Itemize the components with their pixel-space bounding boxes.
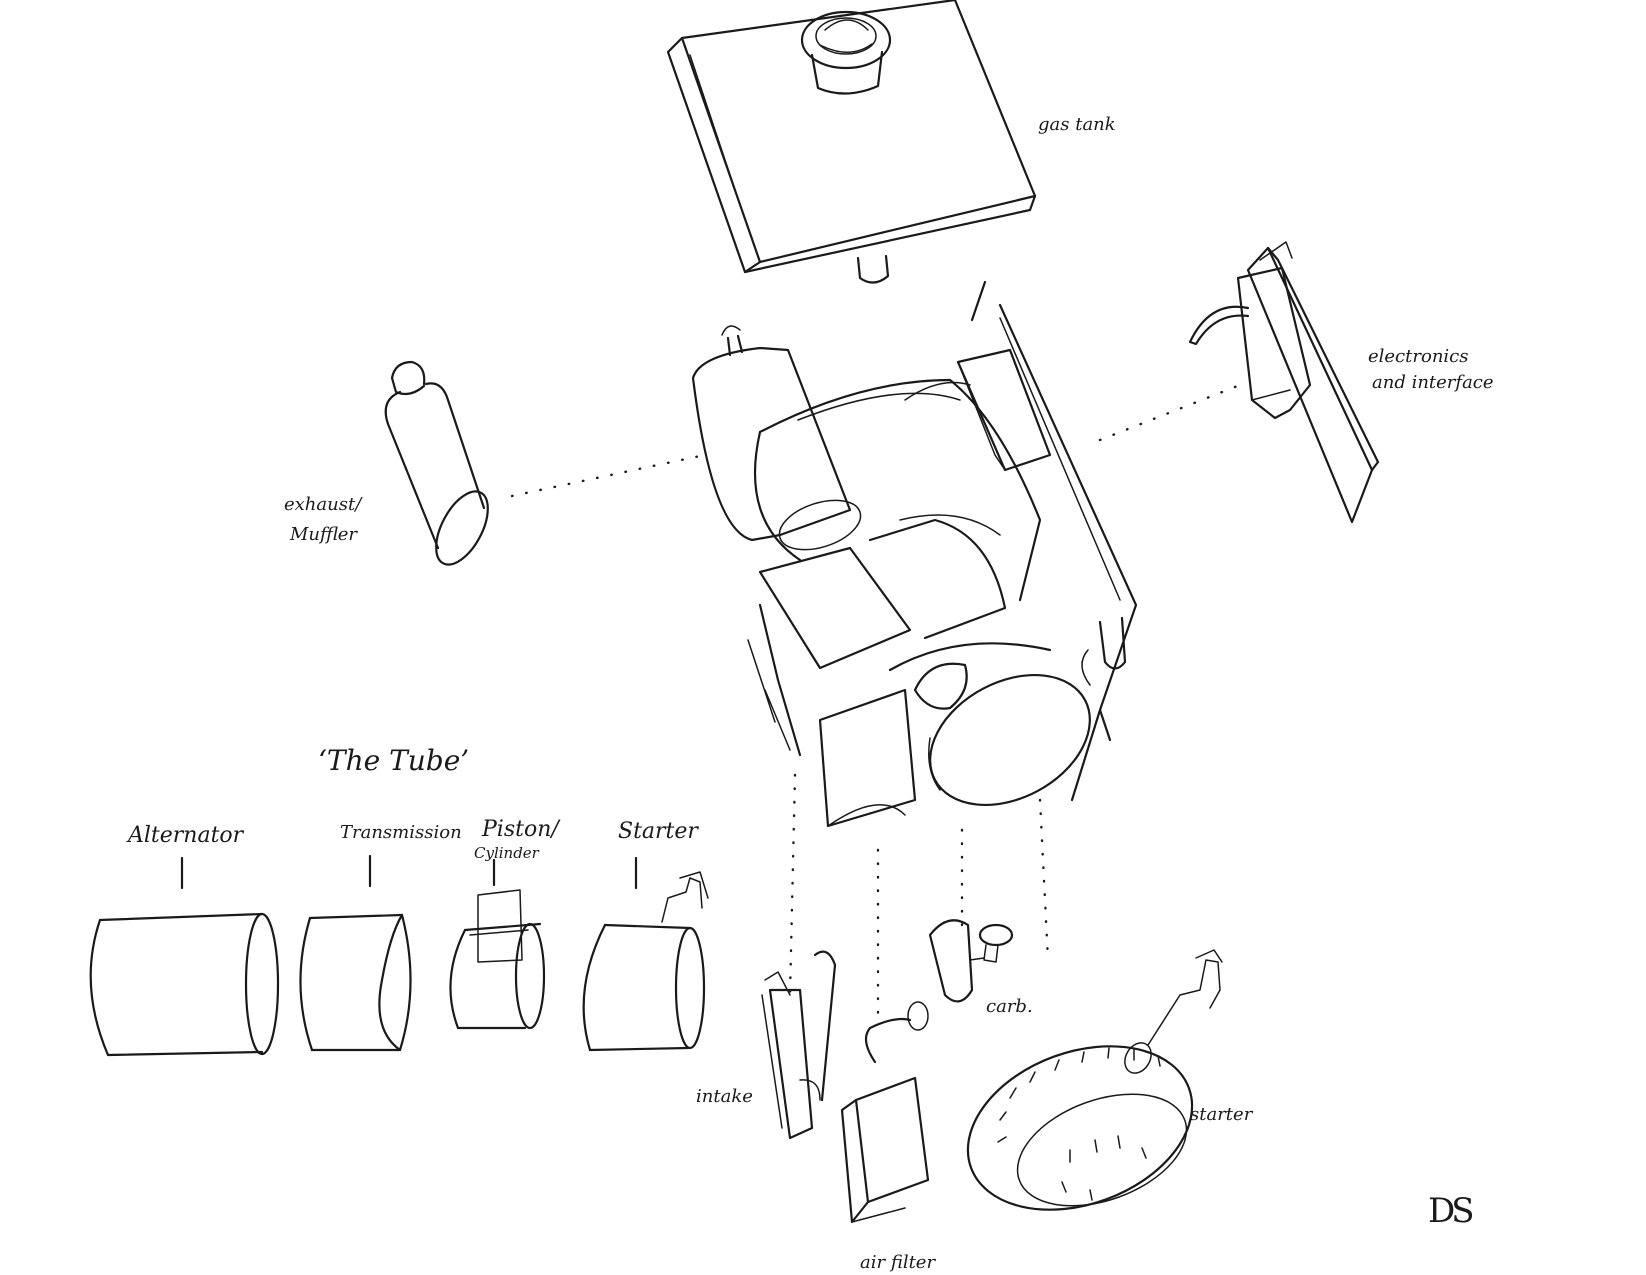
bottom-parts-drawing — [761, 919, 1223, 1224]
starter-label-bottom: starter — [1190, 1104, 1254, 1125]
interface-label: and interface — [1372, 372, 1494, 393]
gas-tank-drawing — [666, 0, 1037, 284]
tube-title: ‘The Tube’ — [318, 744, 469, 777]
starter-label-top: Starter — [618, 819, 699, 844]
signature: DS — [1428, 1191, 1472, 1231]
gas-tank-label: gas tank — [1038, 114, 1116, 135]
engine-assembly-drawing — [691, 280, 1138, 828]
electronics-drawing — [1188, 241, 1380, 524]
muffler-label: Muffler — [289, 524, 358, 545]
alternator-label: Alternator — [126, 823, 245, 848]
cylinder-label: Cylinder — [474, 844, 540, 862]
leader-lines — [510, 383, 1242, 1017]
carb-label: carb. — [986, 996, 1033, 1017]
exhaust-muffler-drawing — [384, 360, 489, 566]
labels: gas tank electronics and interface exhau… — [126, 114, 1494, 1273]
exhaust-label: exhaust/ — [284, 494, 363, 515]
piston-label: Piston/ — [481, 817, 561, 842]
intake-label: intake — [696, 1086, 753, 1107]
tube-components-drawing — [89, 854, 709, 1057]
electronics-label: electronics — [1368, 346, 1469, 367]
transmission-label: Transmission — [340, 822, 462, 843]
air-filter-label: air filter — [860, 1252, 936, 1273]
